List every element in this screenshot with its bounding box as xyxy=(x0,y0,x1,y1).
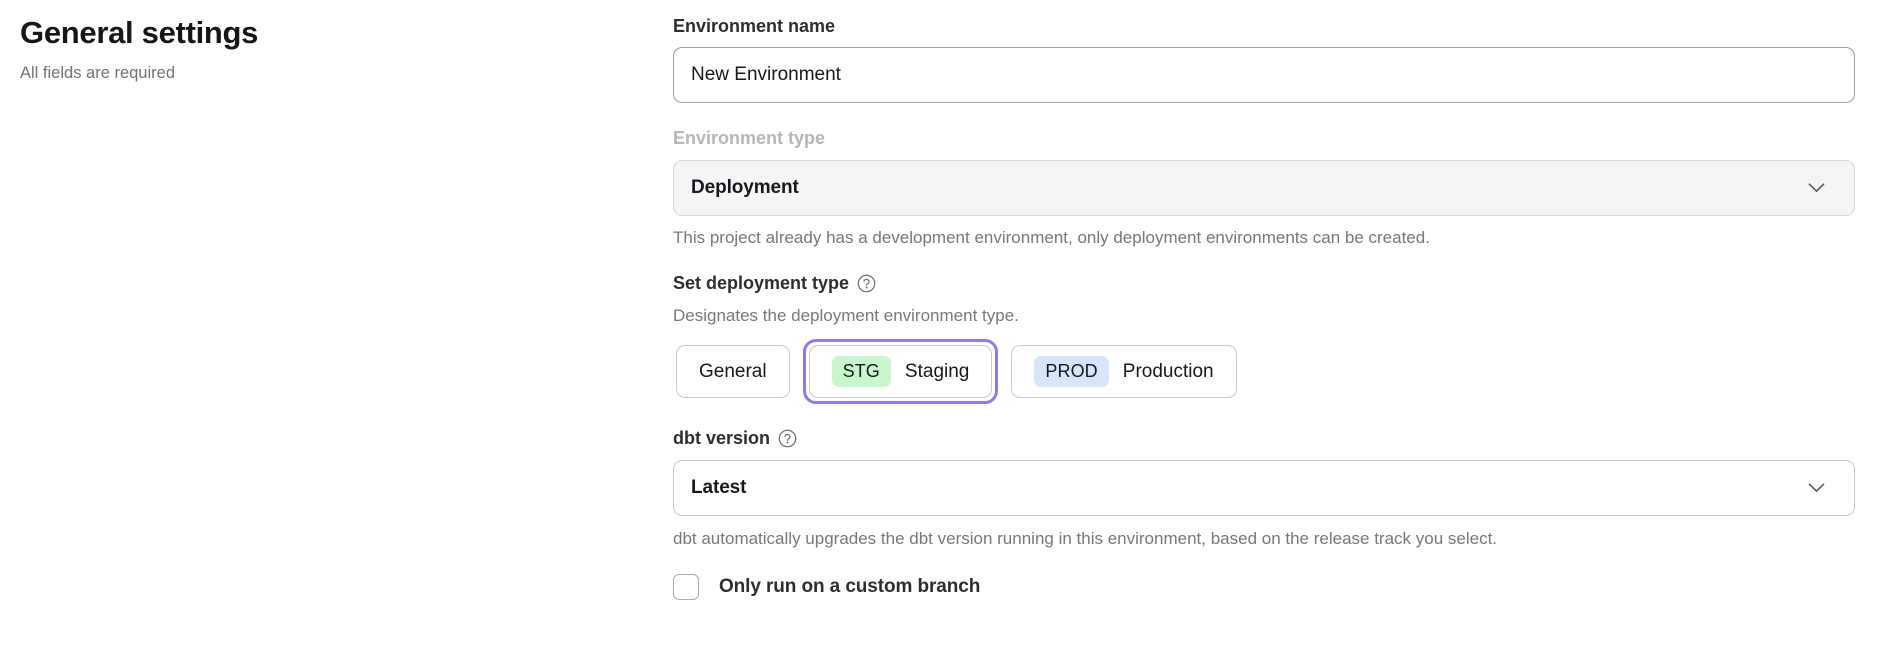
settings-header: General settings All fields are required xyxy=(20,14,620,84)
page-title: General settings xyxy=(20,15,259,50)
dbt-version-label: dbt version xyxy=(673,428,771,449)
deployment-option-production[interactable]: PROD Production xyxy=(1011,345,1237,399)
question-circle-icon[interactable] xyxy=(778,429,797,448)
deployment-option-general-wrapper: General xyxy=(673,342,793,401)
environment-name-input[interactable] xyxy=(673,47,1855,104)
deployment-option-staging[interactable]: STG Staging xyxy=(808,345,993,399)
dbt-version-select[interactable]: Latest xyxy=(673,459,1855,516)
dbt-version-label-row: dbt version xyxy=(673,426,1855,450)
deployment-option-general-label: General xyxy=(699,360,767,382)
deployment-type-label-row: Set deployment type xyxy=(673,271,1855,295)
deployment-option-production-label: Production xyxy=(1122,360,1214,382)
dbt-version-value: Latest xyxy=(691,476,747,498)
field-deployment-type: Set deployment type Designates the deplo… xyxy=(673,271,1855,405)
deployment-option-staging-wrapper: STG Staging xyxy=(802,339,999,405)
question-circle-icon[interactable] xyxy=(857,274,876,293)
custom-branch-label[interactable]: Only run on a custom branch xyxy=(719,575,981,597)
custom-branch-checkbox[interactable] xyxy=(673,573,699,600)
field-dbt-version: dbt version Latest dbt automati xyxy=(673,426,1855,550)
environment-type-label: Environment type xyxy=(673,128,826,149)
deployment-type-options: General STG Staging PROD Production xyxy=(673,339,1855,405)
field-environment-type: Environment type Deployment This project… xyxy=(673,126,1855,249)
staging-badge: STG xyxy=(831,356,891,388)
chevron-down-icon xyxy=(1808,482,1825,493)
field-environment-name: Environment name xyxy=(673,14,1855,104)
dbt-version-help: dbt automatically upgrades the dbt versi… xyxy=(673,528,1498,548)
environment-type-select[interactable]: Deployment xyxy=(673,159,1855,216)
environment-name-label: Environment name xyxy=(673,16,836,36)
deployment-type-label: Set deployment type xyxy=(673,273,850,294)
chevron-down-icon xyxy=(1808,182,1825,193)
deployment-option-staging-label: Staging xyxy=(904,360,970,382)
page-subtitle: All fields are required xyxy=(20,63,175,82)
environment-type-help: This project already has a development e… xyxy=(673,227,1430,247)
deployment-type-help: Designates the deployment environment ty… xyxy=(673,305,1019,325)
deployment-option-general[interactable]: General xyxy=(676,345,790,399)
production-badge: PROD xyxy=(1034,356,1109,388)
general-settings-form: Environment name Environment type Deploy… xyxy=(673,14,1855,600)
environment-type-value: Deployment xyxy=(691,176,799,198)
custom-branch-row: Only run on a custom branch xyxy=(673,573,1855,600)
deployment-option-production-wrapper: PROD Production xyxy=(1008,342,1239,401)
